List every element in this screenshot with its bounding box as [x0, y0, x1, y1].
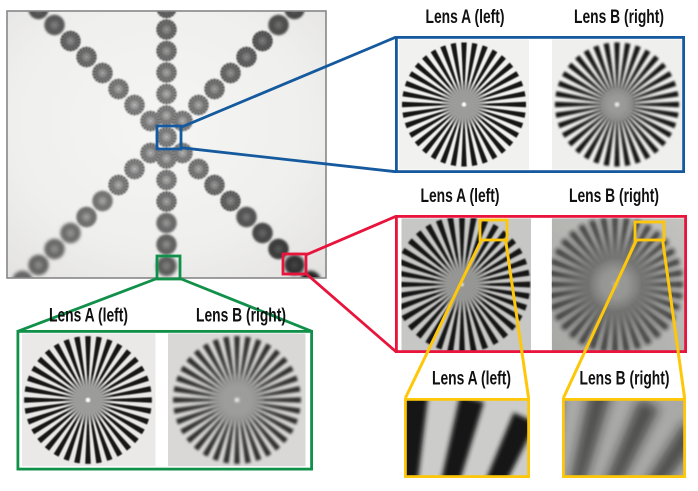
svg-text:Lens B (right): Lens B (right): [196, 304, 286, 326]
svg-text:Lens B (right): Lens B (right): [574, 6, 664, 28]
svg-text:Lens A (left): Lens A (left): [49, 304, 128, 326]
svg-text:Lens B (right): Lens B (right): [580, 367, 670, 389]
svg-text:Lens A (left): Lens A (left): [421, 185, 500, 207]
svg-text:Lens A (left): Lens A (left): [426, 6, 505, 28]
svg-text:Lens B (right): Lens B (right): [569, 185, 659, 207]
svg-text:Lens A (left): Lens A (left): [432, 367, 511, 389]
